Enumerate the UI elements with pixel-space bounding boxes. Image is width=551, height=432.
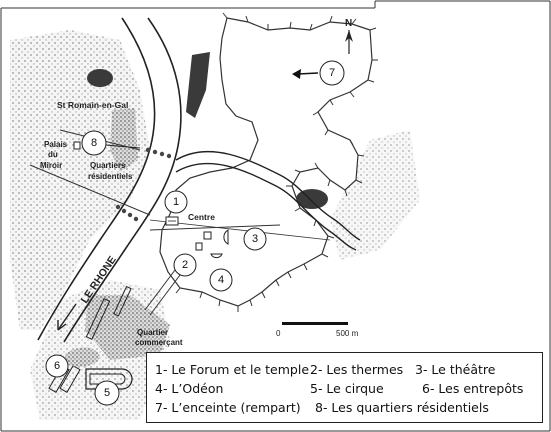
commercial-zone bbox=[85, 295, 170, 360]
cirque-inner bbox=[89, 373, 126, 385]
legend-item-7: 7- L’enceinte (rempart) bbox=[155, 400, 301, 415]
river-flow-arrowhead bbox=[57, 320, 67, 331]
road-2 bbox=[149, 219, 331, 241]
label-centre: Centre bbox=[188, 212, 215, 222]
label-palais-3: Miroir bbox=[40, 161, 62, 170]
svg-text:5: 5 bbox=[104, 387, 110, 399]
svg-text:4: 4 bbox=[218, 274, 224, 286]
svg-text:500 m: 500 m bbox=[336, 329, 359, 338]
thermes-building bbox=[195, 242, 203, 251]
svg-text:3: 3 bbox=[252, 233, 258, 245]
svg-text:8: 8 bbox=[91, 137, 97, 149]
terrain-east bbox=[330, 130, 420, 260]
legend-item-8: 8- Les quartiers résidentiels bbox=[315, 400, 489, 415]
rhone-bank-east bbox=[63, 17, 182, 343]
legend-item-3: 3- Le théâtre bbox=[415, 362, 496, 377]
legend-item-1: 1- Le Forum et le temple bbox=[155, 362, 310, 377]
road-3 bbox=[144, 269, 176, 311]
label-quartiers-2: résidentiels bbox=[88, 172, 133, 181]
hill-n bbox=[186, 52, 210, 118]
arrow-7 bbox=[297, 72, 319, 75]
label-quartiers-1: Quartiers bbox=[90, 161, 126, 170]
marker-4: 4 bbox=[209, 268, 233, 292]
marker-7: 7 bbox=[319, 60, 345, 86]
svg-text:N: N bbox=[345, 18, 352, 29]
label-palais-1: Palais bbox=[44, 140, 68, 149]
label-quartier-1: Quartier bbox=[137, 328, 168, 337]
svg-text:0: 0 bbox=[276, 329, 281, 338]
residential-zone-w bbox=[110, 108, 138, 172]
building-small bbox=[203, 231, 212, 240]
marker-1: 1 bbox=[164, 190, 188, 214]
theatre-shape bbox=[223, 229, 229, 245]
label-st-romain: St Romain-en-Gal bbox=[57, 100, 128, 110]
svg-text:2: 2 bbox=[182, 259, 188, 271]
pointer-8 bbox=[105, 144, 141, 149]
north-arrow: N bbox=[345, 18, 353, 54]
svg-text:6: 6 bbox=[54, 360, 60, 372]
marker-6: 6 bbox=[45, 354, 69, 378]
tributary-north bbox=[175, 150, 361, 241]
cirque-shape bbox=[85, 368, 133, 390]
label-quartier-2: commerçant bbox=[135, 338, 183, 347]
svg-text:1: 1 bbox=[173, 196, 179, 208]
arrow-7-head bbox=[292, 69, 301, 79]
bridge-dots-north bbox=[145, 147, 172, 159]
legend-item-6: 6- Les entrepôts bbox=[422, 381, 524, 396]
label-palais-2: du bbox=[48, 150, 58, 159]
tributary-south bbox=[175, 162, 357, 251]
marker-2: 2 bbox=[173, 253, 197, 277]
enceinte-outline bbox=[159, 17, 373, 307]
road-4 bbox=[149, 274, 181, 316]
legend-item-4: 4- L’Odéon bbox=[155, 381, 224, 396]
bridge-dots-south bbox=[115, 204, 139, 222]
terrain-west bbox=[10, 30, 150, 330]
legend-item-2: 2- Les thermes bbox=[310, 362, 404, 377]
river-flow-arrow bbox=[57, 303, 77, 331]
rhone-bank-west bbox=[37, 17, 156, 341]
odeon-shape bbox=[210, 253, 223, 259]
enceinte-ticks bbox=[175, 12, 378, 312]
legend-box: 1- Le Forum et le temple 2- Les thermes … bbox=[146, 352, 543, 423]
marker-8: 8 bbox=[81, 130, 107, 156]
hill-nw bbox=[87, 69, 113, 87]
scale-bar: 0 500 m bbox=[276, 322, 359, 338]
road-5 bbox=[29, 164, 151, 216]
legend-item-5: 5- Le cirque bbox=[310, 381, 384, 396]
marker-3: 3 bbox=[243, 227, 267, 251]
entrepots-blob bbox=[65, 347, 100, 367]
marker-5: 5 bbox=[94, 380, 120, 406]
palais-building bbox=[73, 141, 81, 150]
svg-text:7: 7 bbox=[329, 67, 335, 79]
